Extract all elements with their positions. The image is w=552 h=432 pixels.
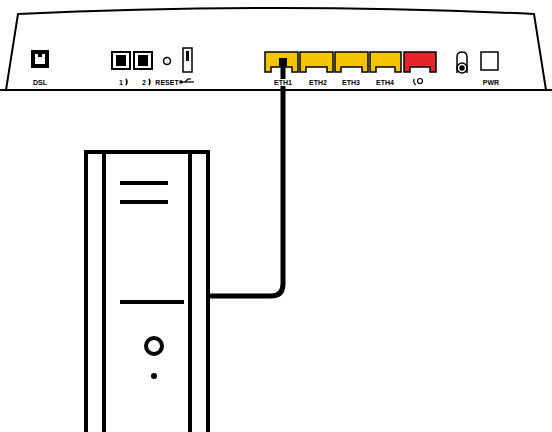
- usb-symbol: [180, 79, 194, 83]
- port-label: ETH2: [308, 79, 328, 86]
- phone-symbol: [149, 79, 150, 85]
- button-label: PWR: [482, 79, 500, 86]
- port-label: ETH4: [375, 79, 395, 86]
- router-base-line: [0, 89, 552, 91]
- usb-port: [183, 48, 192, 72]
- computer-tower: [86, 152, 208, 432]
- power-button: [481, 52, 498, 70]
- port-label: ETH3: [341, 79, 361, 86]
- port-label: DSL: [32, 79, 48, 86]
- ethernet-cable: [208, 64, 283, 296]
- port-label: 1: [118, 79, 124, 86]
- port-label: ETH1: [273, 79, 293, 86]
- dsl-port-inner: [35, 54, 45, 64]
- wan-symbol: [414, 79, 423, 86]
- dsl-port: [31, 50, 49, 68]
- cable-plug: [279, 58, 287, 66]
- phone-port: [112, 52, 152, 69]
- reset-button: [164, 58, 171, 65]
- phone-symbol: [126, 79, 127, 85]
- button-label: RESET: [154, 79, 179, 86]
- power-jack: [457, 52, 467, 73]
- router-housing: [6, 8, 546, 90]
- wan-port: [404, 52, 436, 72]
- port-label: 2: [141, 79, 147, 86]
- usb-port-inner: [186, 51, 189, 61]
- dsl-port-clip: [38, 54, 42, 57]
